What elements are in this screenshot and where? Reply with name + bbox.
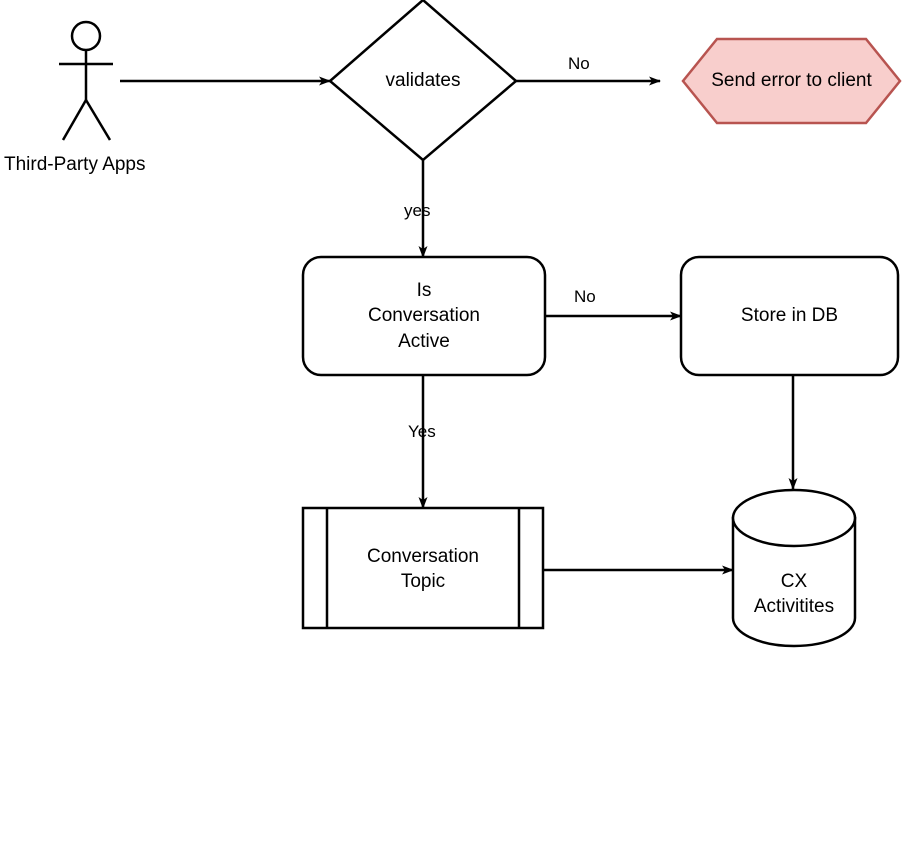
node-is-conversation-active-shape[interactable] [301,255,547,377]
edge-label-is-active-yes: Yes [408,422,436,441]
node-conversation-topic-shape[interactable] [301,506,545,630]
node-store-in-db-shape[interactable] [679,255,900,377]
edge-label-validates-yes: yes [404,201,431,220]
edge-label-is-active-no: No [574,287,596,306]
node-send-error-shape[interactable] [681,37,902,125]
edge-label-validates-no: No [568,54,590,73]
node-validates-shape[interactable] [328,0,518,162]
node-cx-activities-shape[interactable] [731,488,857,648]
actor-stick-figure [59,20,113,141]
actor-label: Third-Party Apps [4,154,146,175]
